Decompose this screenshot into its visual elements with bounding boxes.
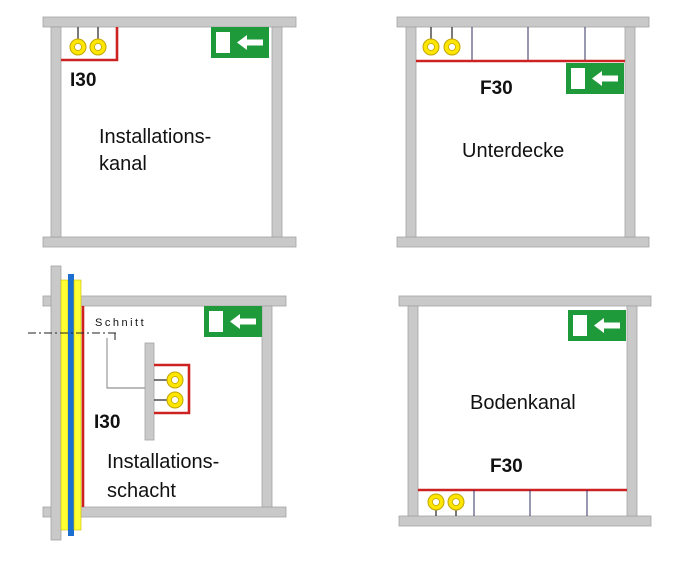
panel-title-line1: Unterdecke [462, 140, 564, 162]
floor-slab [42, 506, 287, 518]
fire-rating-label: F30 [490, 456, 523, 477]
panel-title-line2: kanal [99, 153, 147, 175]
exit-sign-icon [568, 310, 626, 341]
right-wall [261, 305, 273, 508]
panel-installationskanal: I30 Installations- kanal [42, 16, 297, 248]
panel-installationsschacht: Schnitt I30 Installations- schacht [28, 265, 287, 541]
fire-rating-label: I30 [70, 70, 96, 91]
panel-title-line1: Installations- [99, 126, 211, 148]
fire-rated-duct-i30 [61, 27, 119, 62]
panel-unterdecke: F30 Unterdecke [396, 16, 650, 248]
ceiling-slab [42, 295, 287, 307]
fire-rated-duct-i30 [154, 363, 191, 415]
left-wall [50, 26, 62, 238]
panel-bodenkanal: Bodenkanal F30 [398, 295, 652, 527]
fire-rating-label: F30 [480, 78, 513, 99]
fire-rating-label: I30 [94, 412, 120, 433]
section-label: Schnitt [95, 317, 146, 329]
right-wall [271, 26, 283, 238]
floor-slab [396, 236, 650, 248]
cable-icon [69, 27, 87, 56]
cable-icon [447, 493, 465, 516]
right-wall [626, 305, 638, 517]
left-wall [405, 26, 417, 238]
panel-title-line2: schacht [107, 480, 176, 502]
exit-sign-icon [566, 63, 624, 94]
right-wall [624, 26, 636, 238]
shaft-wall [50, 265, 62, 541]
section-leader [106, 338, 145, 389]
left-wall [407, 305, 419, 517]
exit-sign-icon [204, 306, 262, 337]
shaft-blue-layer [68, 274, 74, 536]
exit-sign-icon [211, 27, 269, 58]
floor-grid [473, 490, 588, 516]
cable-icon [89, 27, 107, 56]
floor-slab [398, 515, 652, 527]
cable-icon [443, 27, 461, 56]
ceiling-slab [396, 16, 650, 28]
ceiling-grid [471, 27, 586, 61]
shaft-yellow-layer [60, 279, 69, 531]
floor-slab [42, 236, 297, 248]
cable-icon [427, 493, 445, 516]
cable-icon [154, 371, 184, 389]
ceiling-slab [398, 295, 652, 307]
cable-icon [154, 391, 184, 409]
panel-title-line1: Bodenkanal [470, 392, 576, 414]
cable-icon [422, 27, 440, 56]
panel-title-line1: Installations- [107, 451, 219, 473]
shaft-yellow-layer [73, 279, 82, 531]
ceiling-slab [42, 16, 297, 28]
duct-mount [144, 342, 155, 441]
